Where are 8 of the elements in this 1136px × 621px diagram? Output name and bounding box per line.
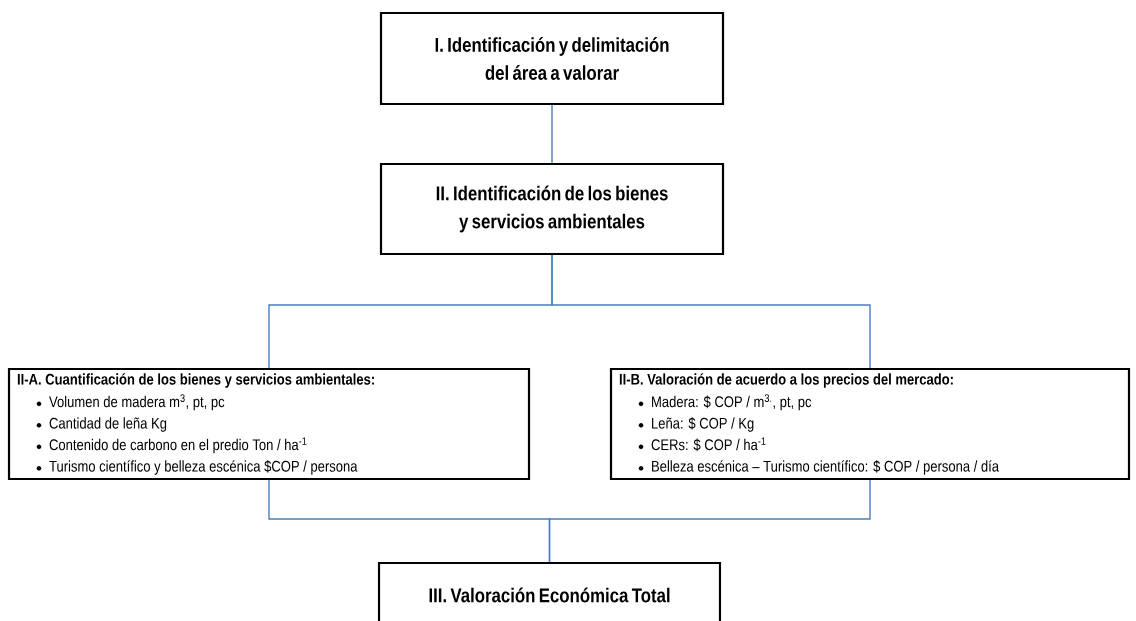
connector-line <box>551 254 871 369</box>
connector-line <box>551 104 553 164</box>
step-box: II. Identificación de los bienes y servicios ambientales <box>379 162 725 256</box>
step-box: III. Valoración Económica Total <box>377 561 722 621</box>
content-box: II-A. Cuantificación de los bienes y servicios ambientales: Volumen de madera m$^{3}$, pt, pc Cantidad de leña Kg Contenido de carbono en el predio Ton / ha$^{-1}$ Turismo científico y belleza escénica $COP / persona <box>7 367 531 481</box>
step-box: I. Identificación y delimitación del área a valorar <box>379 11 725 106</box>
connector-line <box>548 479 871 563</box>
content-box: II-B. Valoración de acuerdo a los precios del mercado: Madera: $ COP / m$^{3.}$, pt, pc Leña: $ COP / Kg CERs: $ COP / ha$^{-1}$ Belleza escénica – Turismo científico: $ COP / persona / día <box>609 367 1131 481</box>
